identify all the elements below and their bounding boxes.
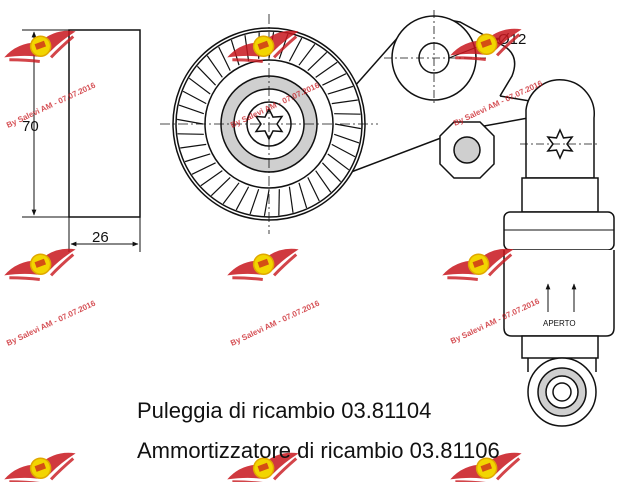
- pulley-part-caption: Puleggia di ricambio 03.81104: [137, 398, 432, 423]
- hex-nut: [439, 121, 495, 179]
- pulley-rib: [327, 153, 350, 171]
- pulley-rib: [322, 73, 347, 86]
- pulley-rib: [222, 182, 240, 205]
- pulley-rib: [188, 77, 211, 95]
- pulley-front-view: [160, 14, 378, 234]
- pulley-rib: [206, 55, 223, 78]
- pulley-rib: [331, 143, 356, 158]
- damper-body: [503, 79, 615, 427]
- pulley-rib: [177, 118, 204, 125]
- pulley-rib: [263, 189, 270, 216]
- damper-arrow-label: APERTO: [543, 319, 576, 328]
- watermark-logo: [223, 240, 306, 292]
- pulley-rib: [331, 99, 358, 105]
- damper-part-caption: Ammortizzatore di ricambio 03.81106: [137, 438, 500, 463]
- pulley-rib: [307, 177, 320, 202]
- pulley-rib: [182, 90, 207, 105]
- pulley-rib: [288, 186, 294, 213]
- height-dimension-label: 70: [22, 118, 39, 135]
- pulley-rib: [298, 43, 316, 66]
- pulley-rib: [180, 143, 207, 149]
- pulley-side-view: [22, 29, 141, 252]
- pulley-rib: [249, 188, 260, 215]
- pulley-rib: [218, 46, 231, 71]
- pulley-rib: [315, 61, 338, 78]
- pulley-rib: [315, 170, 332, 193]
- pulley-rib: [196, 65, 217, 86]
- pulley-rib: [327, 85, 354, 95]
- watermark-text: By Salevi AM - 07.07.2016: [229, 298, 321, 347]
- pulley-rib: [191, 162, 216, 175]
- watermark-text: By Salevi AM - 07.07.2016: [5, 298, 97, 347]
- pulley-rib: [200, 170, 223, 187]
- width-dimension-label: 26: [92, 229, 109, 246]
- pulley-rib: [184, 153, 211, 163]
- pulley-rib: [288, 37, 303, 62]
- watermark-logo: [0, 444, 83, 482]
- watermark-logo: [0, 240, 83, 292]
- pulley-rib: [210, 176, 231, 197]
- pulley-rib: [307, 51, 328, 72]
- pulley-rib: [235, 186, 250, 211]
- pulley-rib: [333, 133, 360, 144]
- pulley-rib: [178, 104, 205, 115]
- pulley-rib: [334, 123, 361, 130]
- pulley-rib: [298, 182, 308, 209]
- pulley-rib: [321, 162, 342, 183]
